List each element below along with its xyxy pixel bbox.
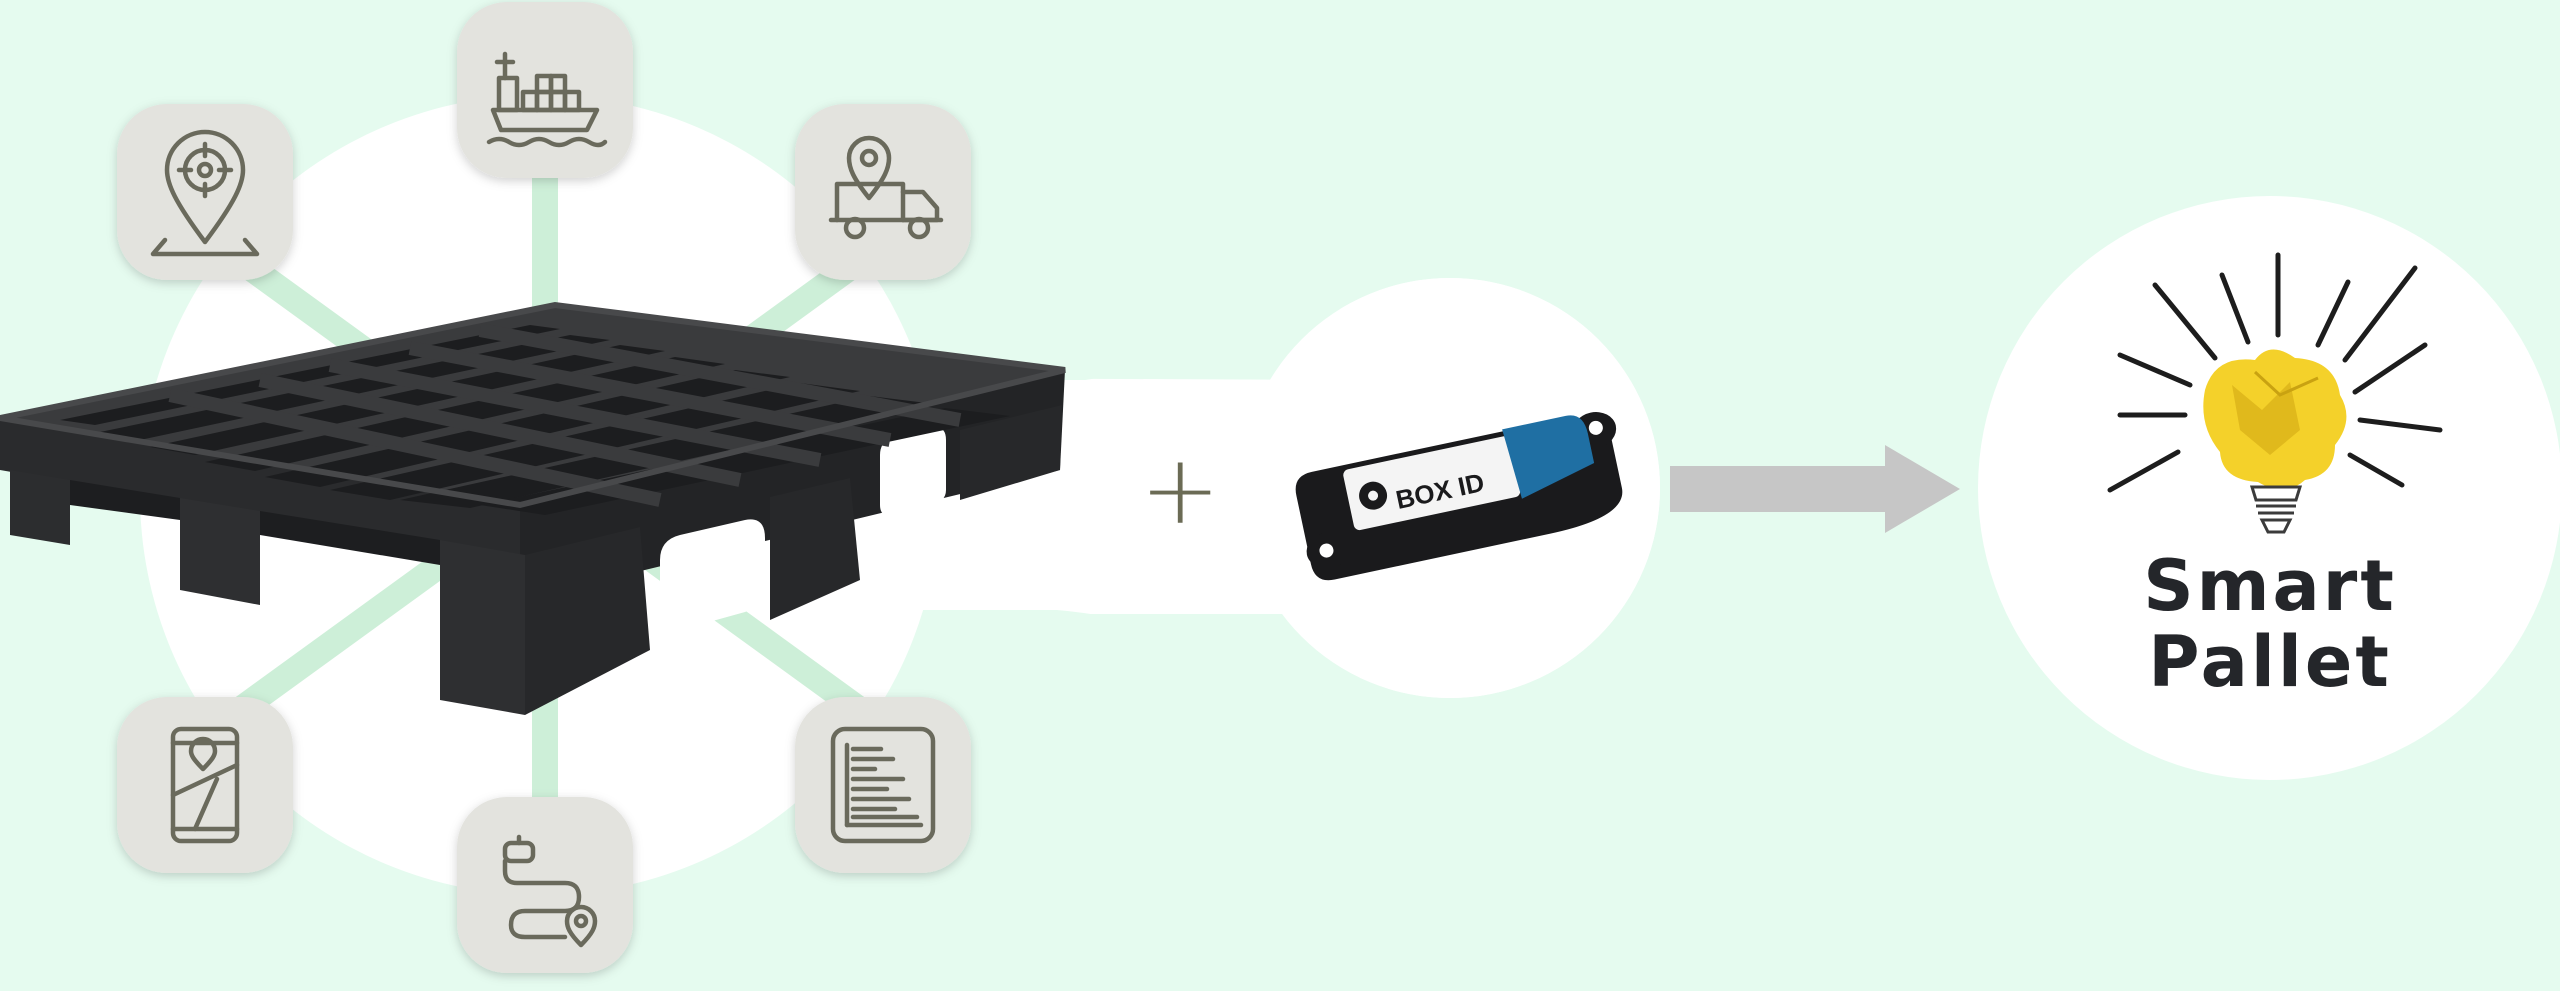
cargo-ship-icon	[457, 2, 633, 178]
route-path-icon	[457, 797, 633, 973]
delivery-truck-location-icon	[795, 104, 971, 280]
result-title-line2: Pallet	[2148, 621, 2392, 703]
location-target-pin-icon	[117, 104, 293, 280]
analytics-report-icon	[795, 697, 971, 873]
pallet-image	[0, 301, 1066, 715]
result-title-line1: Smart	[2143, 545, 2397, 627]
result-arrow	[1670, 445, 1960, 533]
lightbulb-icon	[2107, 252, 2443, 534]
result-title: Smart Pallet	[2000, 548, 2540, 700]
mobile-map-icon	[117, 697, 293, 873]
box-id-tracker-image	[1295, 412, 1623, 581]
plus-operator: +	[1140, 434, 1221, 546]
